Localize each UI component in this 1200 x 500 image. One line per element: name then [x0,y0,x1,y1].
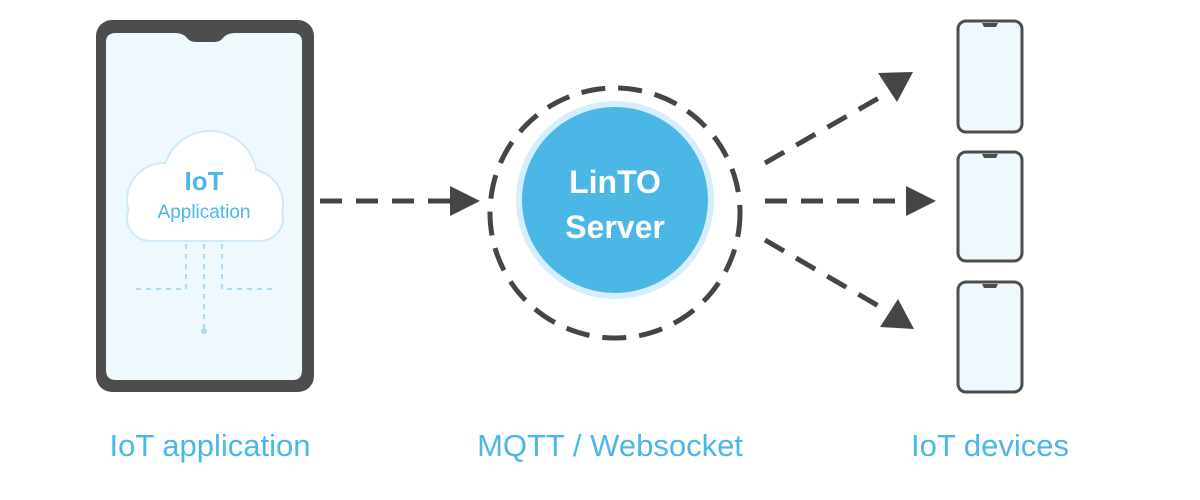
arrow-server-to-device-middle [765,186,936,216]
cloud-title: IoT [185,166,224,196]
server-dashed-ring [487,85,743,341]
server-circle [522,107,708,293]
caption-iot-devices: IoT devices [911,428,1069,463]
arrow-server-to-device-top [763,72,913,166]
cloud-icon [126,130,284,242]
arrow-app-to-server [320,186,480,216]
app-phone: IoT Application [96,20,314,392]
circuit-node [201,328,207,334]
cloud-subtitle: Application [158,202,251,223]
device-phone-1 [956,19,1024,134]
server-title: LinTO [569,164,661,200]
arrow-server-to-device-bottom [763,237,914,329]
circuit-lines [134,244,272,330]
device-phone-2 [956,150,1024,263]
caption-protocol: MQTT / Websocket [477,428,743,463]
server-subtitle: Server [565,209,665,245]
caption-iot-application: IoT application [109,428,311,463]
lintoserver-node: LinTO Server [487,85,743,341]
device-phone-3 [956,280,1024,394]
